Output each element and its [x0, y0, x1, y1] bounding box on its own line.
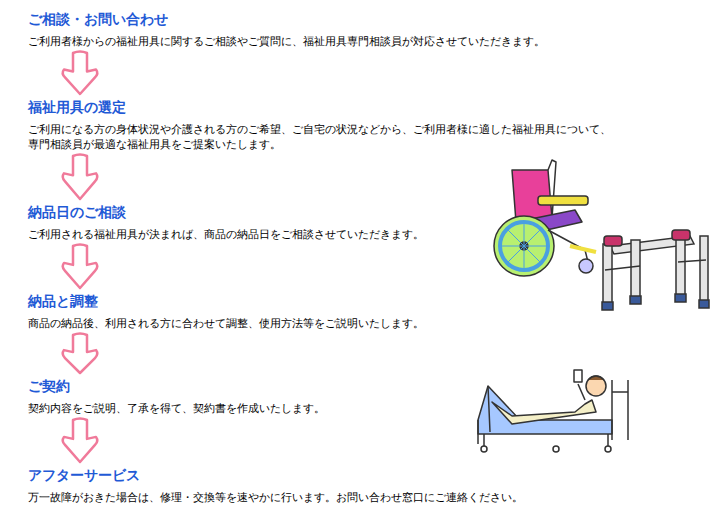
care-bed: [478, 370, 628, 452]
flow-arrow: [63, 419, 98, 463]
step-description: 万一故障がおきた場合は、修理・交換等を速やかに行います。お問い合わせ窓口にご連絡…: [28, 490, 523, 505]
wheelchair: [494, 160, 596, 276]
step-description: ご利用される福祉用具が決まれば、商品の納品日をご相談させていただきます。: [28, 227, 424, 242]
flow-arrow: [63, 245, 98, 289]
flow-step: 納品日のご相談ご利用される福祉用具が決まれば、商品の納品日をご相談させていただき…: [28, 203, 424, 242]
step-heading: アフターサービス: [28, 466, 523, 484]
arrow-shape: [63, 419, 98, 463]
arrow-shape: [63, 334, 98, 374]
step-heading: 納品日のご相談: [28, 203, 424, 221]
step-heading: ご相談・お問い合わせ: [28, 10, 545, 28]
flow-step: ご相談・お問い合わせご利用者様からの福祉用具に関するご相談やご質問に、福祉用具専…: [28, 10, 545, 49]
flow-step: アフターサービス万一故障がおきた場合は、修理・交換等を速やかに行います。お問い合…: [28, 466, 523, 505]
flow-step: ご契約契約内容をご説明、了承を得て、契約書を作成いたします。: [28, 377, 325, 416]
step-description: ご利用になる方の身体状況や介護される方のご希望、ご自宅の状況などから、ご利用者様…: [28, 122, 698, 152]
flow-arrow: [63, 155, 98, 200]
flow-arrow: [63, 334, 98, 374]
step-heading: ご契約: [28, 377, 325, 395]
step-heading: 福祉用具の選定: [28, 98, 698, 116]
flow-step: 福祉用具の選定ご利用になる方の身体状況や介護される方のご希望、ご自宅の状況などか…: [28, 98, 698, 152]
step-description: 契約内容をご説明、了承を得て、契約書を作成いたします。: [28, 401, 325, 416]
arrow-shape: [63, 52, 98, 95]
flow-arrow: [63, 52, 98, 95]
step-description: ご利用者様からの福祉用具に関するご相談やご質問に、福祉用具専門相談員が対応させて…: [28, 34, 545, 49]
step-description: 商品の納品後、利用される方に合わせて調整、使用方法等をご説明いたします。: [28, 316, 424, 331]
arrow-shape: [63, 155, 98, 200]
flow-step: 納品と調整商品の納品後、利用される方に合わせて調整、使用方法等をご説明いたします…: [28, 292, 424, 331]
arrow-shape: [63, 245, 98, 289]
step-heading: 納品と調整: [28, 292, 424, 310]
walker: [602, 230, 709, 310]
